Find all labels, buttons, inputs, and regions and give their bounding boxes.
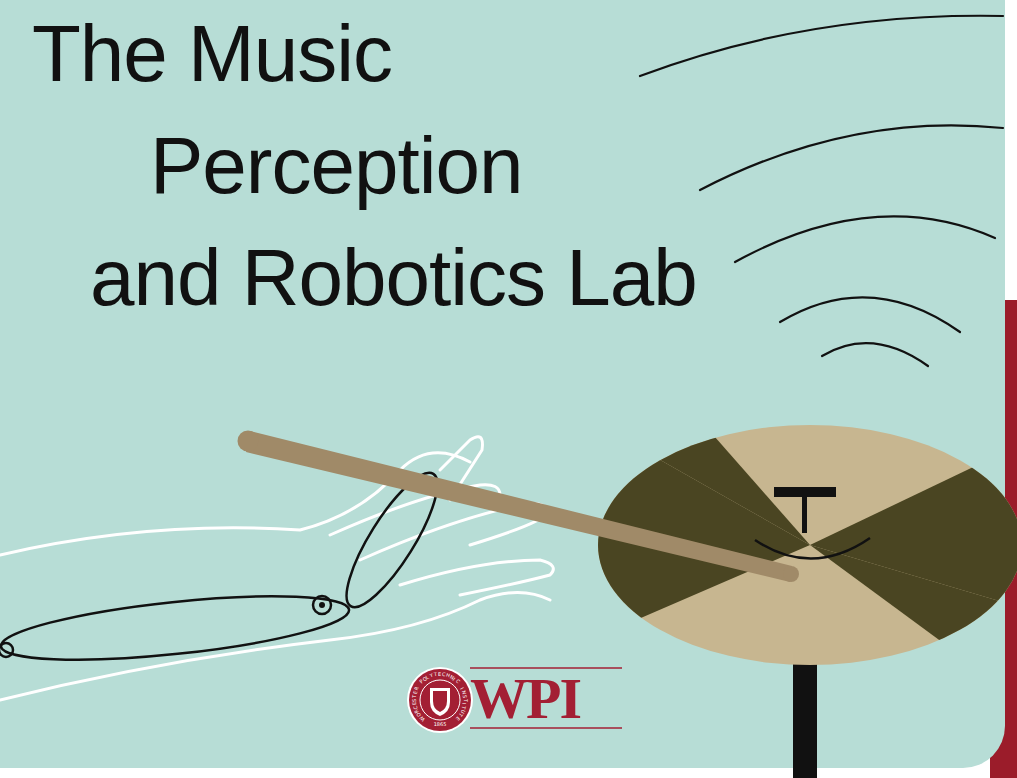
- seal-letter: S: [412, 698, 417, 701]
- title-line: Perception: [32, 110, 697, 222]
- seal-letter: S: [462, 694, 467, 698]
- title-line: The Music: [32, 0, 697, 110]
- seal-letter: T: [434, 672, 438, 677]
- seal-letter: E: [438, 672, 441, 677]
- wpi-rules: [470, 668, 622, 728]
- wpi-wordmark: WPI: [470, 670, 580, 728]
- seal-letter: T: [463, 698, 468, 701]
- wpi-seal: [407, 667, 473, 733]
- drumstick: [238, 431, 800, 583]
- robot-hand: [0, 437, 553, 700]
- title-line: and Robotics Lab: [32, 222, 697, 334]
- seal-letter: T: [412, 694, 417, 698]
- cymbal-bell-mark: [755, 487, 870, 559]
- seal-year: 1865: [434, 721, 447, 727]
- lab-title: The Music Perception and Robotics Lab: [32, 0, 697, 334]
